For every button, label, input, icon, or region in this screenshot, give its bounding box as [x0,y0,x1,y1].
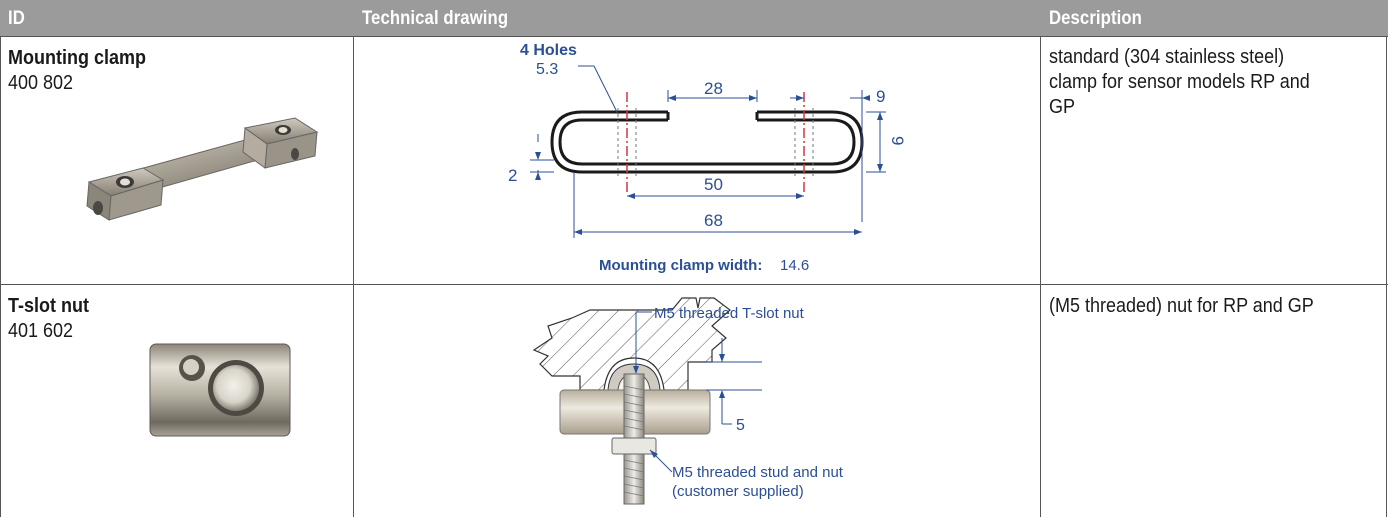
mounting-clamp-drawing: 4 Holes 5.3 28 9 9 2 50 68 Mounting clam… [508,42,907,274]
row1-code: 400 802 [8,72,74,94]
hole-diameter-label: 5.3 [536,61,558,78]
row2-description: (M5 threaded) nut for RP and GP [1049,295,1314,317]
grid-col1 [353,36,354,517]
table-header: ID Technical drawing Description [0,0,1388,36]
dim-9-top: 9 [876,87,885,106]
width-label: Mounting clamp width: [599,257,762,274]
dim-28: 28 [704,79,723,98]
stud-label-line1: M5 threaded stud and nut [672,464,844,481]
t-slot-nut-drawing: M5 threaded T-slot nut 5 M5 threaded stu… [532,297,844,505]
stud-label-line2: (customer supplied) [672,483,804,500]
t-slot-nut-label: M5 threaded T-slot nut [654,305,805,322]
dim-5: 5 [736,417,745,434]
header-technical-drawing: Technical drawing [362,8,509,29]
t-slot-nut-photo [149,343,291,437]
grid-left [0,36,1,517]
grid-row-divider [0,284,1388,285]
header-description: Description [1049,8,1142,29]
grid-top [0,36,1388,37]
dim-50: 50 [704,175,723,194]
width-value: 14.6 [780,257,809,274]
holes-label: 4 Holes [520,42,577,59]
grid-col2 [1040,36,1041,517]
row2-title: T-slot nut [8,295,89,317]
mounting-clamp-photo [86,117,319,221]
grid-right [1386,36,1387,517]
row2-code: 401 602 [8,320,74,342]
dim-9-vertical: 9 [888,136,907,145]
header-id: ID [8,8,25,29]
dim-2: 2 [508,166,517,185]
dim-68: 68 [704,211,723,230]
row1-description: standard (304 stainless steel) clamp for… [1049,46,1310,118]
row1-title: Mounting clamp [8,47,146,69]
